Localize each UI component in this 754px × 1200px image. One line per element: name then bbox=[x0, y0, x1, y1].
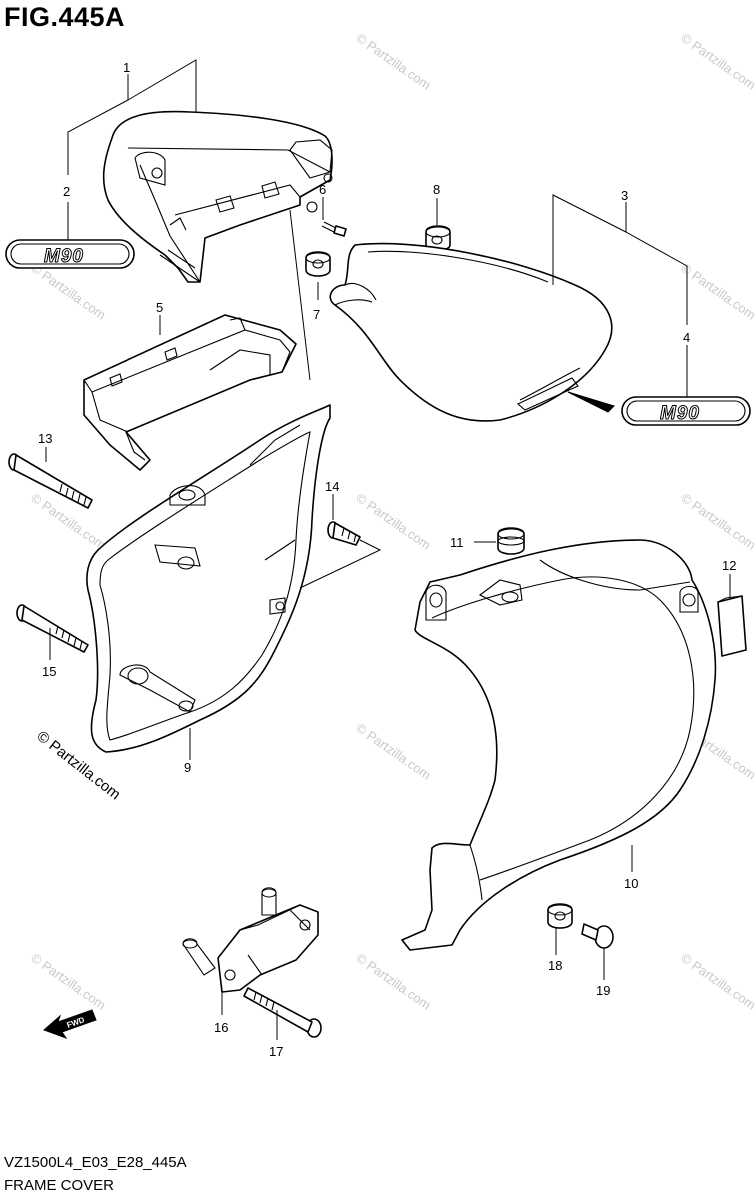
figure-code: VZ1500L4_E03_E28_445A bbox=[4, 1154, 187, 1171]
callout-8: 8 bbox=[433, 182, 440, 197]
part-13-bolt[interactable] bbox=[8, 453, 93, 509]
emblem-label: M90 bbox=[660, 403, 700, 424]
part-12-pad[interactable] bbox=[717, 595, 747, 657]
watermark: © Partzilla.com bbox=[678, 950, 754, 1013]
watermark: © Partzilla.com bbox=[353, 490, 433, 553]
watermark: © Partzilla.com bbox=[28, 490, 108, 553]
callout-12: 12 bbox=[722, 558, 736, 573]
part-9-frame-cover[interactable] bbox=[86, 404, 331, 753]
part-19-screw[interactable] bbox=[581, 923, 614, 949]
callout-15: 15 bbox=[42, 664, 56, 679]
callout-11: 11 bbox=[450, 535, 464, 550]
callout-19: 19 bbox=[596, 983, 610, 998]
watermark: © Partzilla.com bbox=[28, 260, 108, 323]
callout-18: 18 bbox=[548, 958, 562, 973]
part-1-cover-bracket[interactable] bbox=[102, 110, 333, 283]
callout-17: 17 bbox=[269, 1044, 283, 1059]
callout-13: 13 bbox=[38, 431, 52, 446]
callout-1: 1 bbox=[123, 60, 130, 75]
callout-10: 10 bbox=[624, 876, 638, 891]
fwd-arrow-icon: FWD bbox=[43, 1009, 97, 1039]
callout-5: 5 bbox=[156, 300, 163, 315]
emblem-label: M90 bbox=[44, 246, 84, 267]
leader-lines bbox=[45, 59, 731, 1040]
part-16-bracket[interactable] bbox=[182, 887, 319, 993]
watermark: © Partzilla.com bbox=[353, 950, 433, 1013]
callout-4: 4 bbox=[683, 330, 690, 345]
callout-labels: 1 2 3 4 5 6 7 8 9 10 11 12 13 14 15 16 1… bbox=[38, 60, 736, 1059]
figure-name: FRAME COVER bbox=[4, 1177, 115, 1194]
watermark: © Partzilla.com bbox=[678, 490, 754, 553]
part-3-side-cover[interactable] bbox=[329, 242, 613, 422]
part-14-bolt[interactable] bbox=[327, 521, 361, 546]
part-5-inner-bracket[interactable] bbox=[83, 314, 297, 471]
callout-2: 2 bbox=[63, 184, 70, 199]
callout-3: 3 bbox=[621, 188, 628, 203]
part-6-screw[interactable] bbox=[321, 221, 347, 237]
part-2-emblem[interactable]: M90 bbox=[5, 239, 135, 269]
part-4-emblem[interactable]: M90 bbox=[567, 391, 751, 426]
callout-14: 14 bbox=[325, 479, 339, 494]
figure-title: FIG.445A bbox=[4, 2, 126, 32]
callout-9: 9 bbox=[184, 760, 191, 775]
part-15-bolt[interactable] bbox=[16, 604, 89, 653]
watermark: © Partzilla.com bbox=[353, 720, 433, 783]
callout-6: 6 bbox=[319, 182, 326, 197]
part-10-large-cover[interactable] bbox=[401, 539, 717, 951]
callout-16: 16 bbox=[214, 1020, 228, 1035]
watermark: © Partzilla.com bbox=[678, 30, 754, 93]
part-11-damper[interactable] bbox=[497, 527, 525, 555]
part-18-grommet[interactable] bbox=[547, 903, 573, 929]
part-7-grommet[interactable] bbox=[305, 251, 331, 277]
watermark: © Partzilla.com bbox=[28, 950, 108, 1013]
watermark: © Partzilla.com bbox=[678, 260, 754, 323]
callout-7: 7 bbox=[313, 307, 320, 322]
fwd-label: FWD bbox=[66, 1015, 86, 1030]
watermark: © Partzilla.com bbox=[353, 30, 433, 93]
part-17-bolt[interactable] bbox=[243, 987, 322, 1038]
